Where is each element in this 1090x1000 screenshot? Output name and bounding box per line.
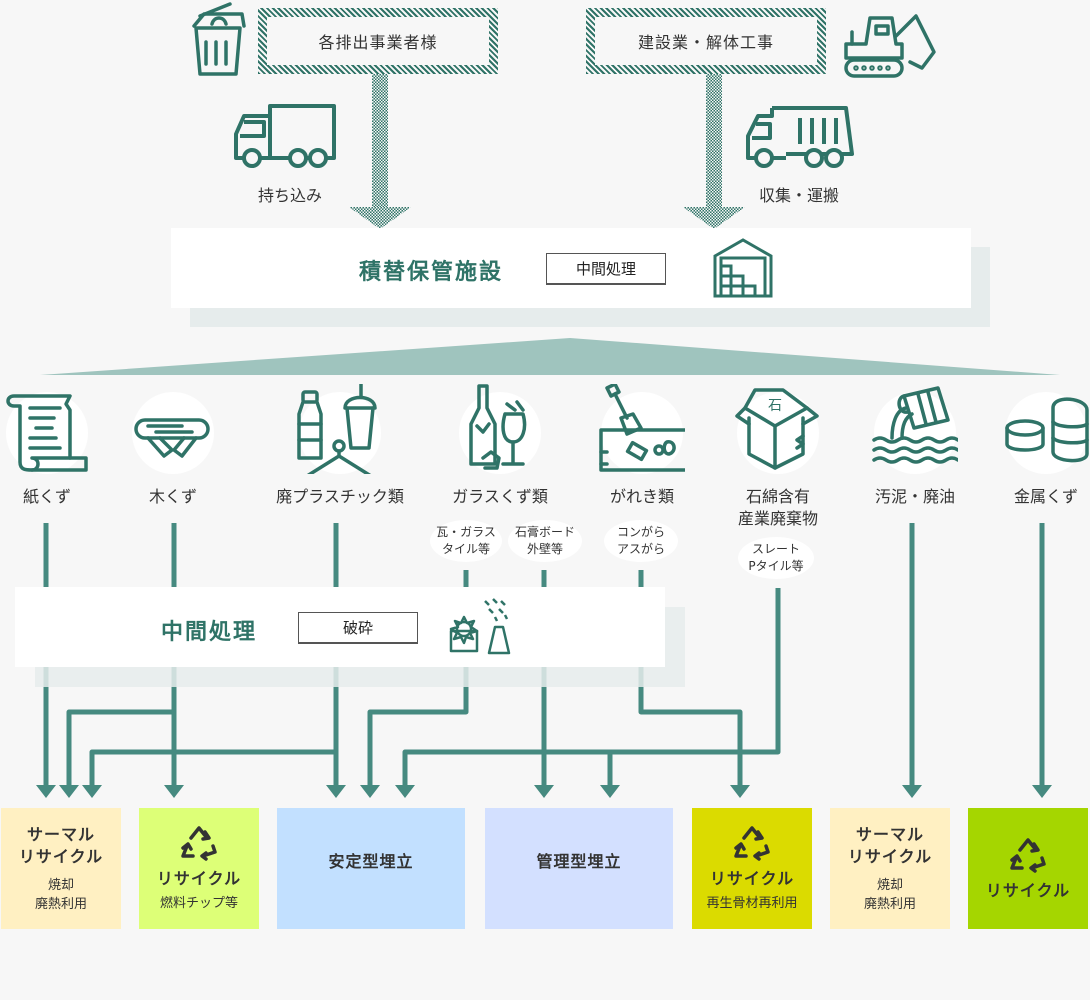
transport-label-bring-in: 持ち込み [257, 186, 322, 205]
recycle-icon [1010, 837, 1046, 873]
sub-line1: コンがら [616, 525, 665, 539]
source-label: 各排出事業者様 [318, 33, 438, 52]
distribution-triangle [40, 338, 1060, 375]
category-name: 木くず [148, 487, 197, 506]
arrow-heads [36, 785, 1052, 798]
rubble-shovel-icon [599, 384, 685, 472]
metal-cans-icon [1005, 397, 1089, 463]
intermediate-panel: 中間処理 破砕 [15, 587, 665, 667]
hatched-arrow-left-shaft [372, 74, 388, 208]
category-metal: 金属くず [986, 392, 1090, 508]
category-paper: 紙くず [0, 392, 107, 508]
category-name: がれき類 [609, 487, 674, 506]
category-name: 廃プラスチック類 [276, 487, 404, 506]
category-name: ガラスくず類 [452, 487, 548, 506]
sub-line2: アスがら [616, 542, 665, 556]
svg-text:石: 石 [768, 398, 782, 414]
recycle-icon [181, 826, 217, 861]
category-name: 汚泥・廃油 [874, 487, 955, 506]
dest-sub: 再生骨材再利用 [706, 896, 798, 911]
sub-line2: 外壁等 [526, 542, 563, 556]
asbestos-box-icon: 石 [735, 388, 819, 470]
transport-label-collection: 収集・運搬 [758, 186, 839, 205]
warehouse-icon [713, 238, 773, 298]
dest-sub: 焼却廃熱利用 [863, 877, 916, 912]
category-rubble: がれき類 [582, 384, 702, 508]
excavator-icon [844, 14, 936, 78]
dest-title: リサイクル [709, 869, 795, 888]
destination-thermal-recycle-2: サーマルリサイクル 焼却廃熱利用 [830, 808, 950, 929]
storage-tag: 中間処理 [546, 253, 666, 285]
category-plastic: 廃プラスチック類 [270, 384, 410, 508]
storage-panel: 積替保管施設 中間処理 [171, 228, 971, 308]
dest-title: サーマルリサイクル [847, 824, 933, 866]
subcategory-slate: スレート Pタイル等 [738, 537, 814, 579]
category-name: 紙くず [22, 487, 71, 506]
category-glass: ガラスくず類 [440, 384, 560, 508]
dump-truck-icon [746, 106, 854, 168]
destination-managed-landfill: 管理型埋立 [485, 808, 673, 929]
destination-thermal-recycle-1: サーマルリサイクル 焼却廃熱利用 [1, 808, 121, 929]
category-name-line1: 石綿含有 [745, 487, 810, 506]
destination-recycle-aggregate: リサイクル 再生骨材再利用 [692, 808, 812, 929]
sludge-drum-icon [872, 386, 958, 464]
plastic-bottle-icon [297, 384, 377, 474]
wood-log-icon [134, 418, 210, 458]
dest-sub: 焼却廃熱利用 [34, 877, 87, 912]
dest-title: リサイクル [985, 880, 1071, 900]
category-name: 石綿含有産業廃棄物 [718, 486, 838, 530]
broken-glass-icon [469, 384, 527, 470]
hatched-arrow-right-shaft [706, 74, 722, 208]
dest-title: サーマルリサイクル [18, 824, 104, 866]
subcategory-tile: 瓦・ガラスタイル等 [430, 520, 502, 562]
recycle-icon [734, 826, 770, 861]
box-truck-icon [234, 104, 336, 168]
destination-recycle-metal: リサイクル [968, 808, 1088, 929]
dest-title: 管理型埋立 [536, 851, 622, 871]
subcategory-gypsum: 石膏ボード外壁等 [508, 520, 582, 562]
intermediate-title: 中間処理 [161, 620, 258, 645]
intermediate-tag: 破砕 [298, 612, 418, 644]
destination-recycle-fuel: リサイクル 燃料チップ等 [139, 808, 259, 929]
storage-title: 積替保管施設 [359, 260, 504, 285]
source-label: 建設業・解体工事 [637, 33, 774, 52]
subcategory-concrete: コンがらアスがら [604, 520, 678, 562]
sub-line1: スレート [751, 542, 800, 556]
dest-sub: 燃料チップ等 [159, 896, 238, 911]
category-sludge: 汚泥・廃油 [855, 386, 975, 508]
category-name: 金属くず [1013, 487, 1078, 506]
sub-line1: 石膏ボード [514, 525, 575, 539]
trash-can-icon [192, 2, 246, 76]
dest-title: リサイクル [156, 869, 242, 888]
source-box-construction: 建設業・解体工事 [586, 8, 826, 74]
sub-line2: タイル等 [441, 542, 490, 556]
category-wood: 木くず [113, 392, 233, 508]
crusher-icon [449, 598, 511, 655]
category-name-line2: 産業廃棄物 [737, 509, 818, 528]
sub-line2: Pタイル等 [748, 559, 804, 573]
dest-title: 安定型埋立 [328, 851, 414, 871]
destination-stable-landfill: 安定型埋立 [277, 808, 465, 929]
sub-line1: 瓦・ガラス [436, 525, 496, 539]
paper-scroll-icon [6, 394, 88, 472]
category-asbestos: 石 石綿含有産業廃棄物 [718, 388, 838, 530]
source-box-emitters: 各排出事業者様 [258, 8, 498, 74]
